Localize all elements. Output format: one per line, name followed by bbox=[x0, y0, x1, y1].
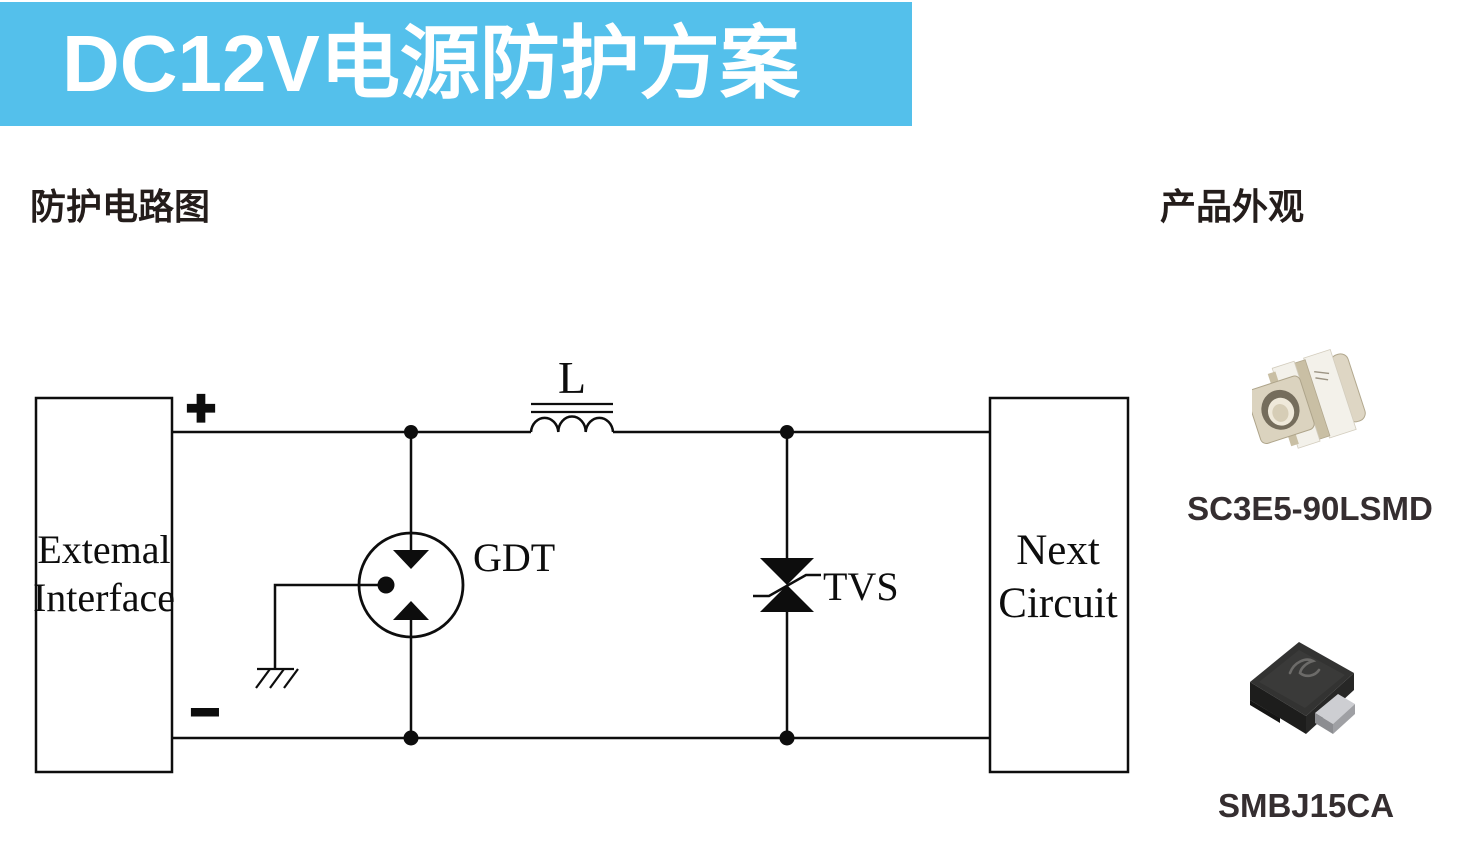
tvs-top-triangle bbox=[760, 558, 814, 585]
plus-polarity-mark: + bbox=[186, 380, 215, 436]
protection-circuit-diagram: Extemal Interface Next Circuit + − L GDT bbox=[33, 352, 1130, 774]
smbj-lead-tab-top bbox=[1315, 694, 1355, 724]
next-box-label-line1: Next bbox=[1016, 527, 1100, 574]
smbj-body-front bbox=[1250, 682, 1306, 734]
smbj-body-bevel bbox=[1259, 650, 1345, 708]
tvs-bottom-triangle bbox=[760, 585, 814, 612]
inductor-label: L bbox=[558, 352, 586, 403]
external-interface-box bbox=[34, 396, 174, 774]
gdt-third-electrode-dot bbox=[377, 576, 395, 594]
smbj-base-step bbox=[1250, 700, 1280, 723]
external-box-label-line2: Interface bbox=[33, 575, 175, 620]
gdt-electrode-bottom-triangle bbox=[393, 601, 429, 620]
junction-dots bbox=[403, 425, 795, 746]
title-banner: DC12V电源防护方案 bbox=[0, 2, 912, 126]
gdt-bore-center bbox=[1272, 404, 1289, 422]
next-circuit-box bbox=[988, 396, 1130, 774]
gdt-product-image bbox=[1252, 348, 1366, 449]
gdt-product-name: SC3E5-90LSMD bbox=[1187, 490, 1433, 527]
tvs-label: TVS bbox=[823, 564, 899, 609]
inductor-core-lines bbox=[531, 402, 613, 414]
brand-logo-mark-icon bbox=[1288, 658, 1321, 678]
page-title: DC12V电源防护方案 bbox=[62, 19, 800, 108]
inductor-coil bbox=[529, 415, 615, 433]
circuit-section-heading: 防护电路图 bbox=[30, 186, 211, 227]
ground-symbol bbox=[255, 667, 299, 689]
next-box-label-line2: Circuit bbox=[998, 580, 1117, 627]
minus-polarity-mark: − bbox=[190, 684, 219, 740]
ground-wire bbox=[273, 583, 378, 669]
smbj-lead-tab-side bbox=[1315, 713, 1333, 734]
products-section-heading: 产品外观 bbox=[1160, 186, 1305, 227]
smbj-product-image bbox=[1250, 642, 1355, 734]
smbj-lead-tab-front bbox=[1333, 704, 1355, 734]
external-box-label-line1: Extemal bbox=[37, 527, 170, 572]
gdt-label: GDT bbox=[473, 535, 555, 580]
smbj-product-name: SMBJ15CA bbox=[1217, 787, 1395, 824]
tvs-breakdown-bar bbox=[753, 573, 821, 598]
gdt-electrode-top-triangle bbox=[393, 550, 429, 569]
